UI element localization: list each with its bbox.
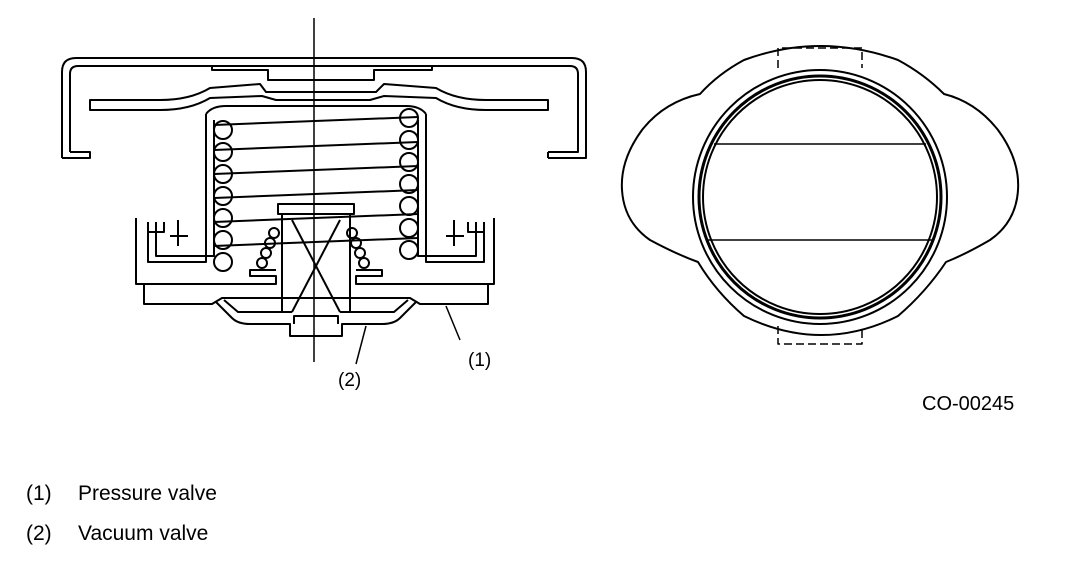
cap-top-view — [620, 45, 1020, 345]
legend-item-2: (2) Vacuum valve — [26, 522, 208, 546]
callout-1: (1) — [468, 350, 491, 371]
cap-cross-section — [61, 18, 587, 365]
legend-label: Vacuum valve — [78, 522, 209, 545]
legend-label: Pressure valve — [78, 482, 217, 505]
figure-id: CO-00245 — [922, 393, 1014, 415]
legend-number: (2) — [26, 522, 52, 545]
callout-2: (2) — [338, 370, 361, 391]
legend-number: (1) — [26, 482, 52, 505]
legend-item-1: (1) Pressure valve — [26, 482, 217, 506]
